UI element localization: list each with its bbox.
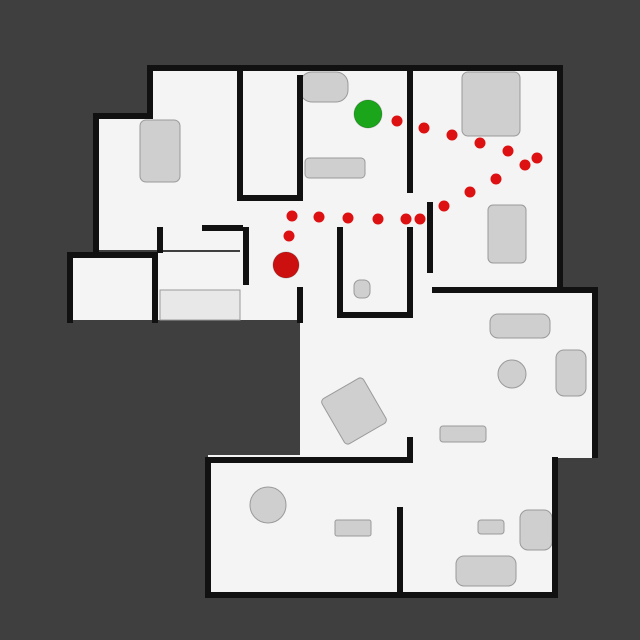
path-dot <box>464 186 476 198</box>
side-table <box>477 519 505 535</box>
coffee-table <box>497 359 527 389</box>
path-dot <box>400 213 412 225</box>
path-dot <box>519 159 531 171</box>
sofa-bottom <box>455 555 517 587</box>
sofa-right <box>555 349 587 397</box>
tv-console <box>439 425 487 443</box>
goal-marker <box>272 251 300 279</box>
walls <box>67 65 598 598</box>
toilet-small-bath <box>353 279 371 299</box>
path-dot <box>446 129 458 141</box>
bed-left <box>139 119 181 183</box>
armchair-right <box>519 509 553 551</box>
path-dot <box>490 173 502 185</box>
path-dot <box>313 211 325 223</box>
path-dot <box>438 200 450 212</box>
path-dot <box>391 115 403 127</box>
start-marker <box>353 99 383 129</box>
bed-right <box>487 204 527 264</box>
path-dot <box>286 210 298 222</box>
path-dot <box>414 213 426 225</box>
path-dot <box>372 213 384 225</box>
path-dot <box>418 122 430 134</box>
dining-table <box>249 486 287 524</box>
path-dot <box>283 230 295 242</box>
path-dot <box>531 152 543 164</box>
stairs <box>159 289 241 321</box>
vanity <box>304 157 366 179</box>
path-dot <box>474 137 486 149</box>
path-dot <box>342 212 354 224</box>
sofa-top <box>489 313 551 339</box>
desk <box>321 377 387 445</box>
furniture <box>139 71 587 587</box>
path-dot <box>502 145 514 157</box>
path-dots <box>283 115 543 242</box>
bathtub <box>299 71 349 103</box>
kitchen-island <box>334 519 372 537</box>
bed-top-right <box>461 71 521 137</box>
